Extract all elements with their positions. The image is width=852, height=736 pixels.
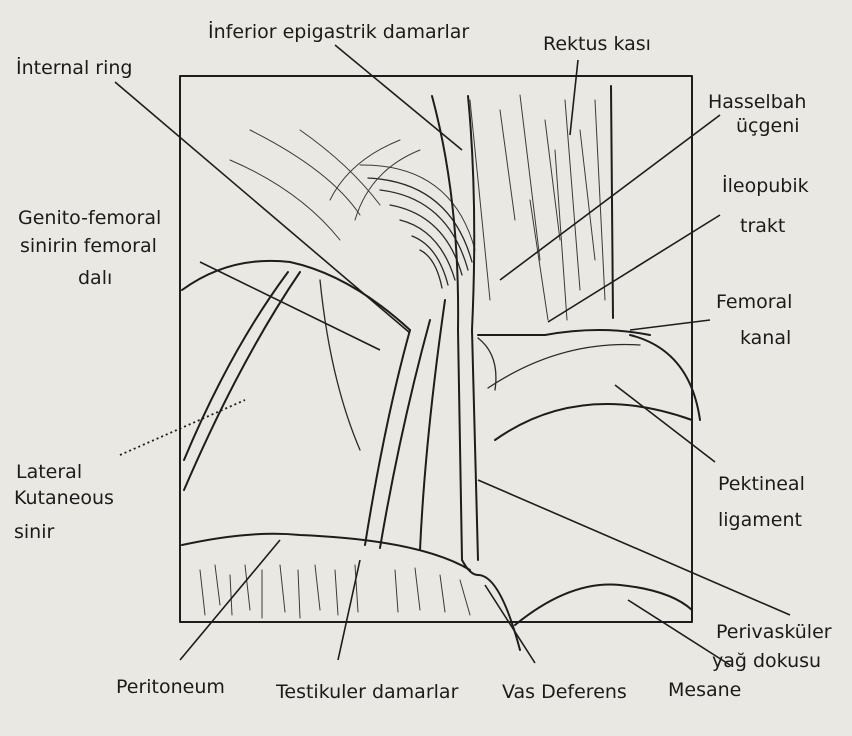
label-perivascular-1: Perivasküler <box>716 621 832 643</box>
leader-peritoneum <box>180 540 280 660</box>
label-femoral-2: kanal <box>740 327 791 349</box>
leader-lateral-cutaneous <box>120 400 245 455</box>
label-perivascular-2: yağ dokusu <box>712 650 821 672</box>
label-femoral-1: Femoral <box>716 291 792 313</box>
label-hasselbach-1: Hasselbah <box>708 91 806 113</box>
label-ileopubic-2: trakt <box>740 215 785 237</box>
label-lateral-1: Lateral <box>16 461 82 483</box>
leader-hasselbach <box>500 115 720 280</box>
peritoneum-line <box>182 534 470 570</box>
lateral-cutaneous-nerve-1 <box>184 272 300 490</box>
label-pectineal-1: Pektineal <box>718 473 805 495</box>
testicular-vessel-1 <box>365 330 410 545</box>
lateral-cutaneous-nerve-2 <box>184 272 288 460</box>
label-hasselbach-2: üçgeni <box>736 115 800 137</box>
label-vas: Vas Deferens <box>502 681 627 703</box>
label-inferior-epigastric: İnferior epigastrik damarlar <box>208 20 469 43</box>
label-peritoneum: Peritoneum <box>116 676 225 698</box>
leader-femoral <box>630 320 710 330</box>
femoral-canal-edge-2 <box>488 345 640 388</box>
vas-deferens-curve <box>462 560 520 650</box>
femoral-canal-edge-1 <box>478 338 496 390</box>
bladder-outline <box>515 585 692 626</box>
label-internal-ring: İnternal ring <box>16 56 132 79</box>
leader-perivascular <box>478 480 790 615</box>
leader-vas <box>485 585 535 663</box>
label-rektus: Rektus kası <box>543 33 651 55</box>
leader-ileopubic <box>548 215 720 322</box>
inferior-epigastric-vessel-left <box>432 96 462 560</box>
label-genito-1: Genito-femoral <box>18 207 161 229</box>
label-genito-2: sinirin femoral <box>20 235 157 257</box>
peritoneum-hatching <box>200 565 470 618</box>
iliopubic-tract <box>478 330 650 335</box>
label-pectineal-2: ligament <box>718 509 802 531</box>
label-mesane: Mesane <box>668 679 741 701</box>
rectus-muscle-hatching <box>470 95 605 320</box>
leader-pectineal <box>615 385 715 462</box>
label-lateral-3: sinir <box>14 521 54 543</box>
inner-curve <box>320 280 360 450</box>
leader-testicular <box>338 560 360 660</box>
leader-inferior-epigastric <box>335 45 462 150</box>
label-ileopubic-1: İleopubik <box>722 174 809 197</box>
testicular-vessel-3 <box>420 300 445 550</box>
internal-ring-arcs <box>230 130 475 288</box>
label-lateral-2: Kutaneous <box>14 487 114 509</box>
genitofemoral-arc <box>182 261 410 330</box>
leader-genitofemoral <box>200 262 380 350</box>
label-genito-3: dalı <box>78 267 112 289</box>
label-testicular: Testikuler damarlar <box>275 681 459 703</box>
leader-rektus <box>570 60 578 135</box>
